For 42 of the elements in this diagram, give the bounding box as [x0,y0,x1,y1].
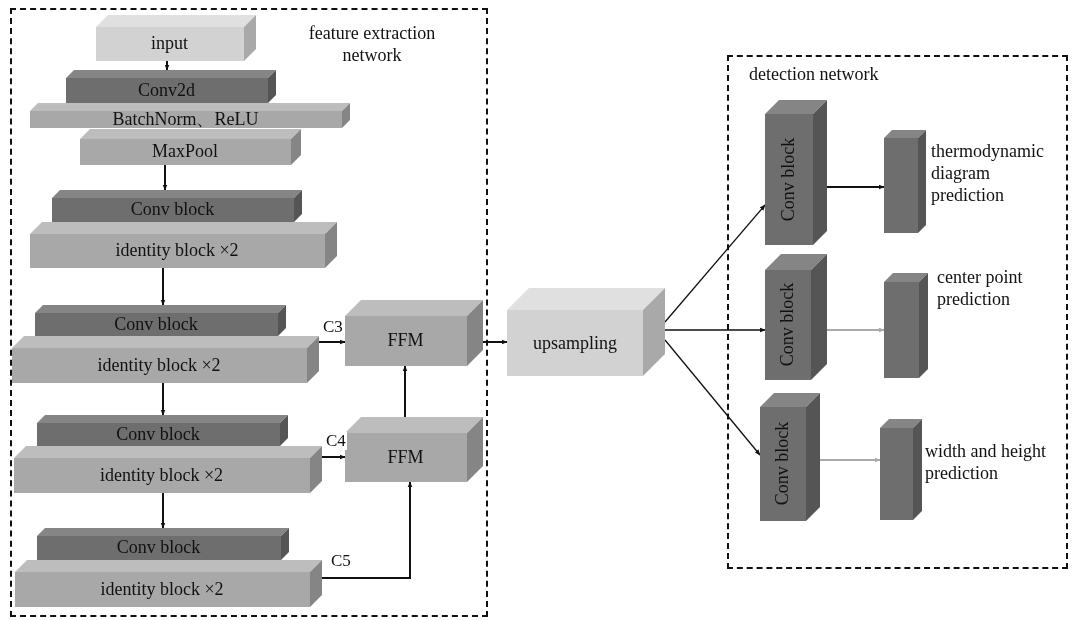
arrow [160,492,166,529]
arrow [664,339,761,456]
arrow [160,382,166,416]
layer-label: identity block ×2 [115,240,239,261]
output-caption: center point prediction [937,266,1024,310]
layer-label: Conv block [116,423,200,445]
edge-label: C4 [325,432,347,450]
layer-label: BatchNorm、ReLU [112,108,259,131]
layer-label: Conv block [114,313,198,335]
arrow [164,60,170,71]
arrow [160,267,166,306]
output-caption: width and height prediction [925,440,1047,484]
layer-label: identity block ×2 [100,578,224,600]
layer-label: Conv block [777,282,798,367]
arrow [318,339,346,345]
group-heading: detection network [749,63,880,85]
layer-label: Conv2d [138,79,195,101]
arrow [482,339,508,345]
layer-label: input [151,33,188,54]
layer-label: Conv block [116,537,201,558]
layer-label: upsampling [533,332,617,354]
arrow [402,365,408,418]
layer-label: identity block ×2 [99,464,224,486]
layer-label: FFM [387,446,424,468]
layer-label: Conv block [130,199,215,220]
layer-label: Conv block [772,421,793,506]
arrow [664,204,766,323]
arrow [819,457,881,463]
dashed-group-frame [10,8,488,617]
arrow [826,327,885,333]
dashed-group-frame [727,55,1068,569]
group-heading: feature extraction network [307,22,437,66]
output-caption: thermodynamic diagram prediction [931,140,1045,206]
arrow [162,164,168,191]
arrow [321,454,346,460]
layer-label: MaxPool [152,141,218,162]
layer-label: identity block ×2 [97,354,221,376]
layer-label: FFM [387,330,424,351]
layer-label: Conv block [778,137,799,221]
arrow [664,327,766,333]
arrow [826,184,885,190]
arrow [321,481,413,579]
